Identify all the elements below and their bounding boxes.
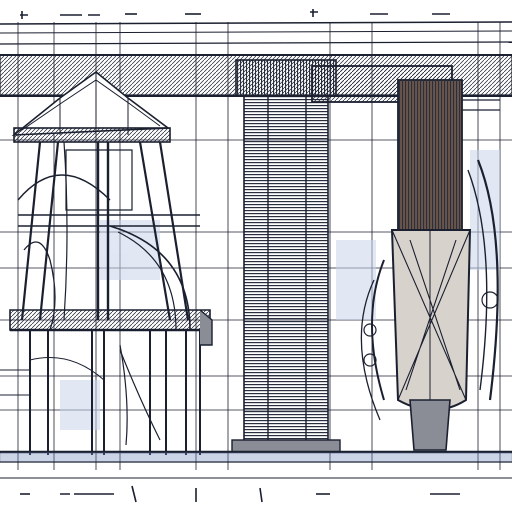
top-annotation-marks [20,9,450,19]
right-side-fixtures [363,291,499,367]
right-tank [311,65,500,451]
central-column [231,59,341,453]
left-dome-structure [0,70,213,455]
ground-line [0,450,512,479]
blue-wash-panels [60,150,500,430]
bottom-annotation-marks [20,485,460,503]
